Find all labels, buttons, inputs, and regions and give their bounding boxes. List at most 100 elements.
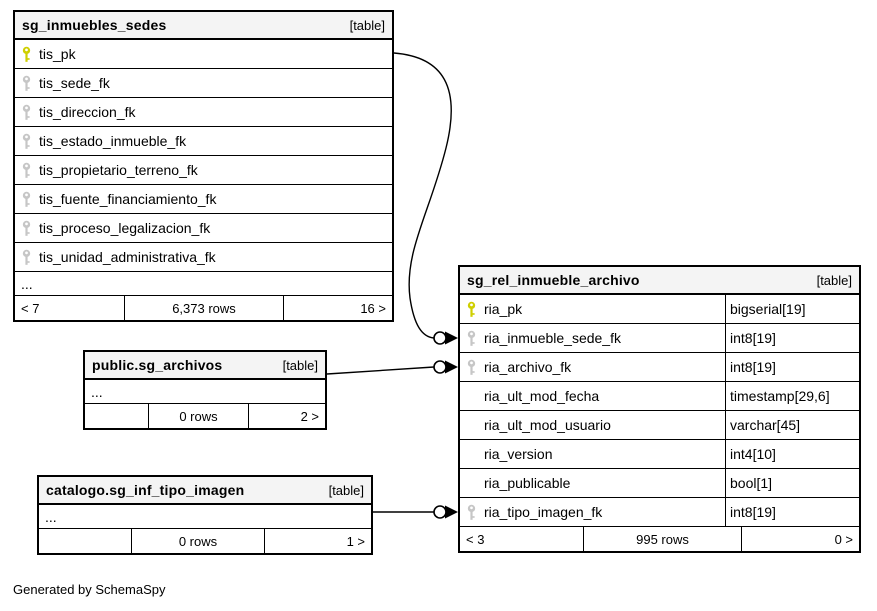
table-public-sg-archivos: public.sg_archivos [table] ... 0 rows 2 … bbox=[83, 350, 327, 430]
column-row[interactable]: tis_estado_inmueble_fk bbox=[15, 127, 392, 156]
footer-parents-count: < 7 bbox=[15, 296, 125, 320]
column-type: varchar[45] bbox=[725, 411, 859, 439]
column-type: int8[19] bbox=[725, 498, 859, 526]
column-name: tis_pk bbox=[39, 46, 76, 62]
column-name: tis_estado_inmueble_fk bbox=[39, 133, 187, 149]
column-row[interactable]: ria_version int4[10] bbox=[460, 440, 859, 469]
column-name: ria_tipo_imagen_fk bbox=[484, 504, 603, 520]
column-name: ria_ult_mod_usuario bbox=[484, 417, 611, 433]
foreign-key-icon bbox=[22, 104, 31, 120]
footer-row-count: 0 rows bbox=[149, 404, 249, 428]
primary-key-icon bbox=[467, 301, 476, 317]
key-icon-spacer bbox=[466, 454, 477, 455]
crowfoot-arrow-icon bbox=[445, 331, 458, 345]
column-name: ria_ult_mod_fecha bbox=[484, 388, 600, 404]
table-header: sg_rel_inmueble_archivo [table] bbox=[460, 267, 859, 295]
table-title[interactable]: sg_inmuebles_sedes bbox=[22, 17, 167, 33]
table-footer: < 7 6,373 rows 16 > bbox=[15, 296, 392, 320]
footer-row-count: 6,373 rows bbox=[125, 296, 284, 320]
table-catalogo-sg-inf-tipo-imagen: catalogo.sg_inf_tipo_imagen [table] ... … bbox=[37, 475, 373, 555]
column-name: tis_proceso_legalizacion_fk bbox=[39, 220, 211, 236]
table-badge: [table] bbox=[349, 17, 385, 33]
footer-row-count: 995 rows bbox=[584, 527, 742, 551]
column-name: ria_archivo_fk bbox=[484, 359, 572, 375]
foreign-key-icon bbox=[467, 330, 476, 346]
column-type: bool[1] bbox=[725, 469, 859, 497]
zero-or-one-circle-icon bbox=[433, 331, 447, 345]
column-name: tis_direccion_fk bbox=[39, 104, 136, 120]
table-footer: < 3 995 rows 0 > bbox=[460, 527, 859, 551]
crowfoot-arrow-icon bbox=[445, 360, 458, 374]
column-name: ria_pk bbox=[484, 301, 523, 317]
foreign-key-icon bbox=[467, 504, 476, 520]
table-badge: [table] bbox=[328, 482, 364, 498]
column-row[interactable]: tis_pk bbox=[15, 40, 392, 69]
generated-by-note: Generated by SchemaSpy bbox=[13, 582, 166, 597]
table-title[interactable]: sg_rel_inmueble_archivo bbox=[467, 272, 640, 288]
hidden-columns-ellipsis: ... bbox=[85, 380, 325, 404]
column-row[interactable]: ria_ult_mod_fecha timestamp[29,6] bbox=[460, 382, 859, 411]
column-type: bigserial[19] bbox=[725, 295, 859, 323]
column-row[interactable]: ria_pk bigserial[19] bbox=[460, 295, 859, 324]
footer-children-count: 16 > bbox=[360, 300, 386, 316]
foreign-key-icon bbox=[22, 162, 31, 178]
column-name: ria_version bbox=[484, 446, 553, 462]
relationship-connector bbox=[326, 360, 458, 375]
column-row[interactable]: ria_archivo_fk int8[19] bbox=[460, 353, 859, 382]
column-row[interactable]: ria_inmueble_sede_fk int8[19] bbox=[460, 324, 859, 353]
foreign-key-icon bbox=[22, 191, 31, 207]
relationship-connector bbox=[393, 52, 458, 345]
column-type: int8[19] bbox=[725, 353, 859, 381]
footer-children-count: 1 > bbox=[346, 533, 365, 549]
footer-row-count: 0 rows bbox=[132, 529, 265, 553]
footer-children-count: 0 > bbox=[834, 531, 853, 547]
zero-or-one-circle-icon bbox=[433, 360, 447, 374]
table-title[interactable]: public.sg_archivos bbox=[92, 357, 223, 373]
foreign-key-icon bbox=[22, 75, 31, 91]
column-name: ria_inmueble_sede_fk bbox=[484, 330, 621, 346]
table-badge: [table] bbox=[816, 272, 852, 288]
column-row[interactable]: tis_propietario_terreno_fk bbox=[15, 156, 392, 185]
hidden-columns-ellipsis: ... bbox=[39, 505, 371, 529]
column-row[interactable]: tis_sede_fk bbox=[15, 69, 392, 98]
table-sg-inmuebles-sedes: sg_inmuebles_sedes [table] tis_pk tis_se… bbox=[13, 10, 394, 322]
relationship-connector bbox=[373, 505, 458, 519]
key-icon-spacer bbox=[466, 425, 477, 426]
column-row[interactable]: tis_unidad_administrativa_fk bbox=[15, 243, 392, 272]
column-row[interactable]: ria_publicable bool[1] bbox=[460, 469, 859, 498]
primary-key-icon bbox=[22, 46, 31, 62]
footer-parents-count bbox=[39, 529, 132, 553]
column-type: timestamp[29,6] bbox=[725, 382, 859, 410]
footer-parents-count bbox=[85, 404, 149, 428]
table-header: catalogo.sg_inf_tipo_imagen [table] bbox=[39, 477, 371, 505]
column-row[interactable]: ria_ult_mod_usuario varchar[45] bbox=[460, 411, 859, 440]
foreign-key-icon bbox=[22, 220, 31, 236]
key-icon-spacer bbox=[466, 396, 477, 397]
footer-parents-count: < 3 bbox=[460, 527, 584, 551]
column-row[interactable]: ria_tipo_imagen_fk int8[19] bbox=[460, 498, 859, 527]
table-sg-rel-inmueble-archivo: sg_rel_inmueble_archivo [table] ria_pk b… bbox=[458, 265, 861, 553]
table-footer: 0 rows 2 > bbox=[85, 404, 325, 428]
table-title[interactable]: catalogo.sg_inf_tipo_imagen bbox=[46, 482, 245, 498]
foreign-key-icon bbox=[467, 359, 476, 375]
column-name: tis_sede_fk bbox=[39, 75, 110, 91]
footer-children-count: 2 > bbox=[300, 408, 319, 424]
zero-or-one-circle-icon bbox=[433, 505, 447, 519]
column-row[interactable]: tis_fuente_financiamiento_fk bbox=[15, 185, 392, 214]
column-row[interactable]: tis_proceso_legalizacion_fk bbox=[15, 214, 392, 243]
column-type: int4[10] bbox=[725, 440, 859, 468]
column-name: ria_publicable bbox=[484, 475, 571, 491]
column-name: tis_fuente_financiamiento_fk bbox=[39, 191, 217, 207]
crowfoot-arrow-icon bbox=[445, 505, 458, 519]
table-badge: [table] bbox=[282, 357, 318, 373]
foreign-key-icon bbox=[22, 249, 31, 265]
hidden-columns-ellipsis: ... bbox=[15, 272, 392, 296]
column-row[interactable]: tis_direccion_fk bbox=[15, 98, 392, 127]
table-header: public.sg_archivos [table] bbox=[85, 352, 325, 380]
column-type: int8[19] bbox=[725, 324, 859, 352]
foreign-key-icon bbox=[22, 133, 31, 149]
column-name: tis_unidad_administrativa_fk bbox=[39, 249, 216, 265]
table-footer: 0 rows 1 > bbox=[39, 529, 371, 553]
table-header: sg_inmuebles_sedes [table] bbox=[15, 12, 392, 40]
column-name: tis_propietario_terreno_fk bbox=[39, 162, 198, 178]
